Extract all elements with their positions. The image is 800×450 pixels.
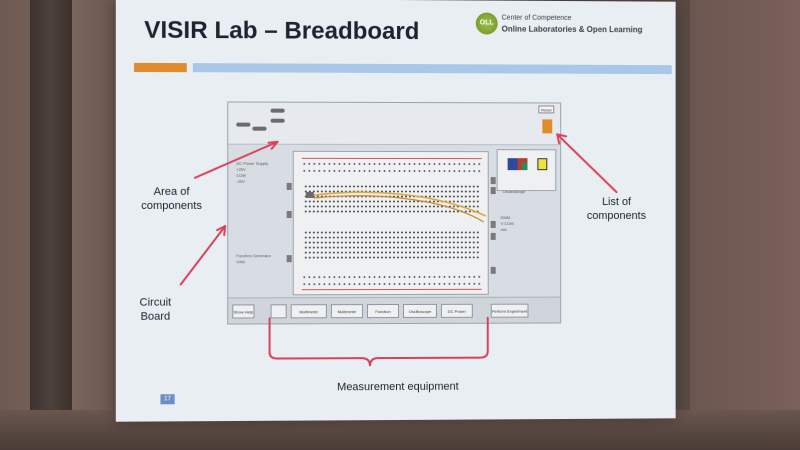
visir-lab-screenshot: Reset DC Power Supply +25V COM -25V Func…: [227, 101, 562, 325]
annotation-arrows: [116, 0, 676, 422]
slide-number: 17: [160, 394, 175, 405]
arrow-list-of-components: [557, 134, 616, 192]
arrow-area-of-components: [195, 142, 278, 178]
room-wall-right: [690, 0, 800, 450]
wires: [294, 152, 490, 296]
bracket-measurement-equipment: [270, 318, 488, 367]
room-pillar: [30, 0, 72, 450]
presentation-slide: VISIR Lab – Breadboard OLL Center of Com…: [115, 0, 676, 422]
arrow-circuit-board: [181, 226, 225, 284]
circuit-board[interactable]: [292, 150, 490, 296]
